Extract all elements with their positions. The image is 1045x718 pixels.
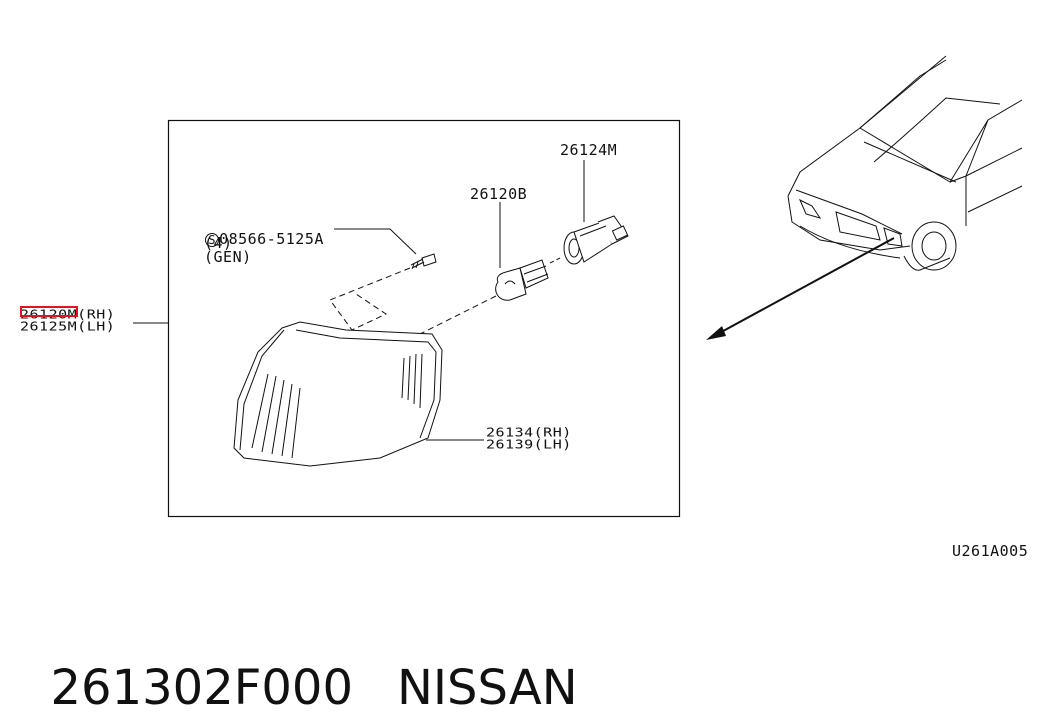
screw-symbol: S: [205, 233, 220, 247]
lens-rh-label: 26134(RH): [486, 424, 572, 440]
socket-dashed-path: [547, 257, 561, 265]
screw-part: [410, 253, 437, 270]
assembly-lh-label: 26125M(LH): [20, 318, 116, 334]
screw-part-number: 08566-5125A: [219, 230, 324, 248]
footer: 261302F000 NISSAN: [20, 598, 578, 718]
car-illustration: [787, 55, 1023, 271]
parts-diagram: [133, 55, 1023, 518]
screw-qty: (4): [204, 234, 233, 252]
diagram-frame: [167, 119, 681, 518]
highlight-box: [20, 306, 78, 317]
bulb-part: [495, 259, 549, 301]
lamp-lens-part: [233, 321, 443, 467]
footer-part-number: 261302F000: [50, 660, 353, 716]
bulb-dashed-path: [419, 295, 497, 335]
screw-leader-line: [334, 228, 417, 255]
footer-brand: NISSAN: [396, 660, 578, 716]
assembly-rh-label: 26120M(RH): [20, 306, 116, 322]
figure-code: U261A005: [952, 542, 1029, 560]
socket-part: [563, 215, 629, 265]
location-arrow-line: [713, 237, 895, 337]
socket-label: 26124M: [560, 141, 618, 159]
screw-note: (GEN): [204, 248, 252, 266]
lens-lh-label: 26139(LH): [486, 436, 572, 452]
screw-dashed-path: [329, 267, 411, 331]
location-arrow-head: [706, 326, 726, 340]
bulb-label: 26120B: [470, 185, 528, 203]
